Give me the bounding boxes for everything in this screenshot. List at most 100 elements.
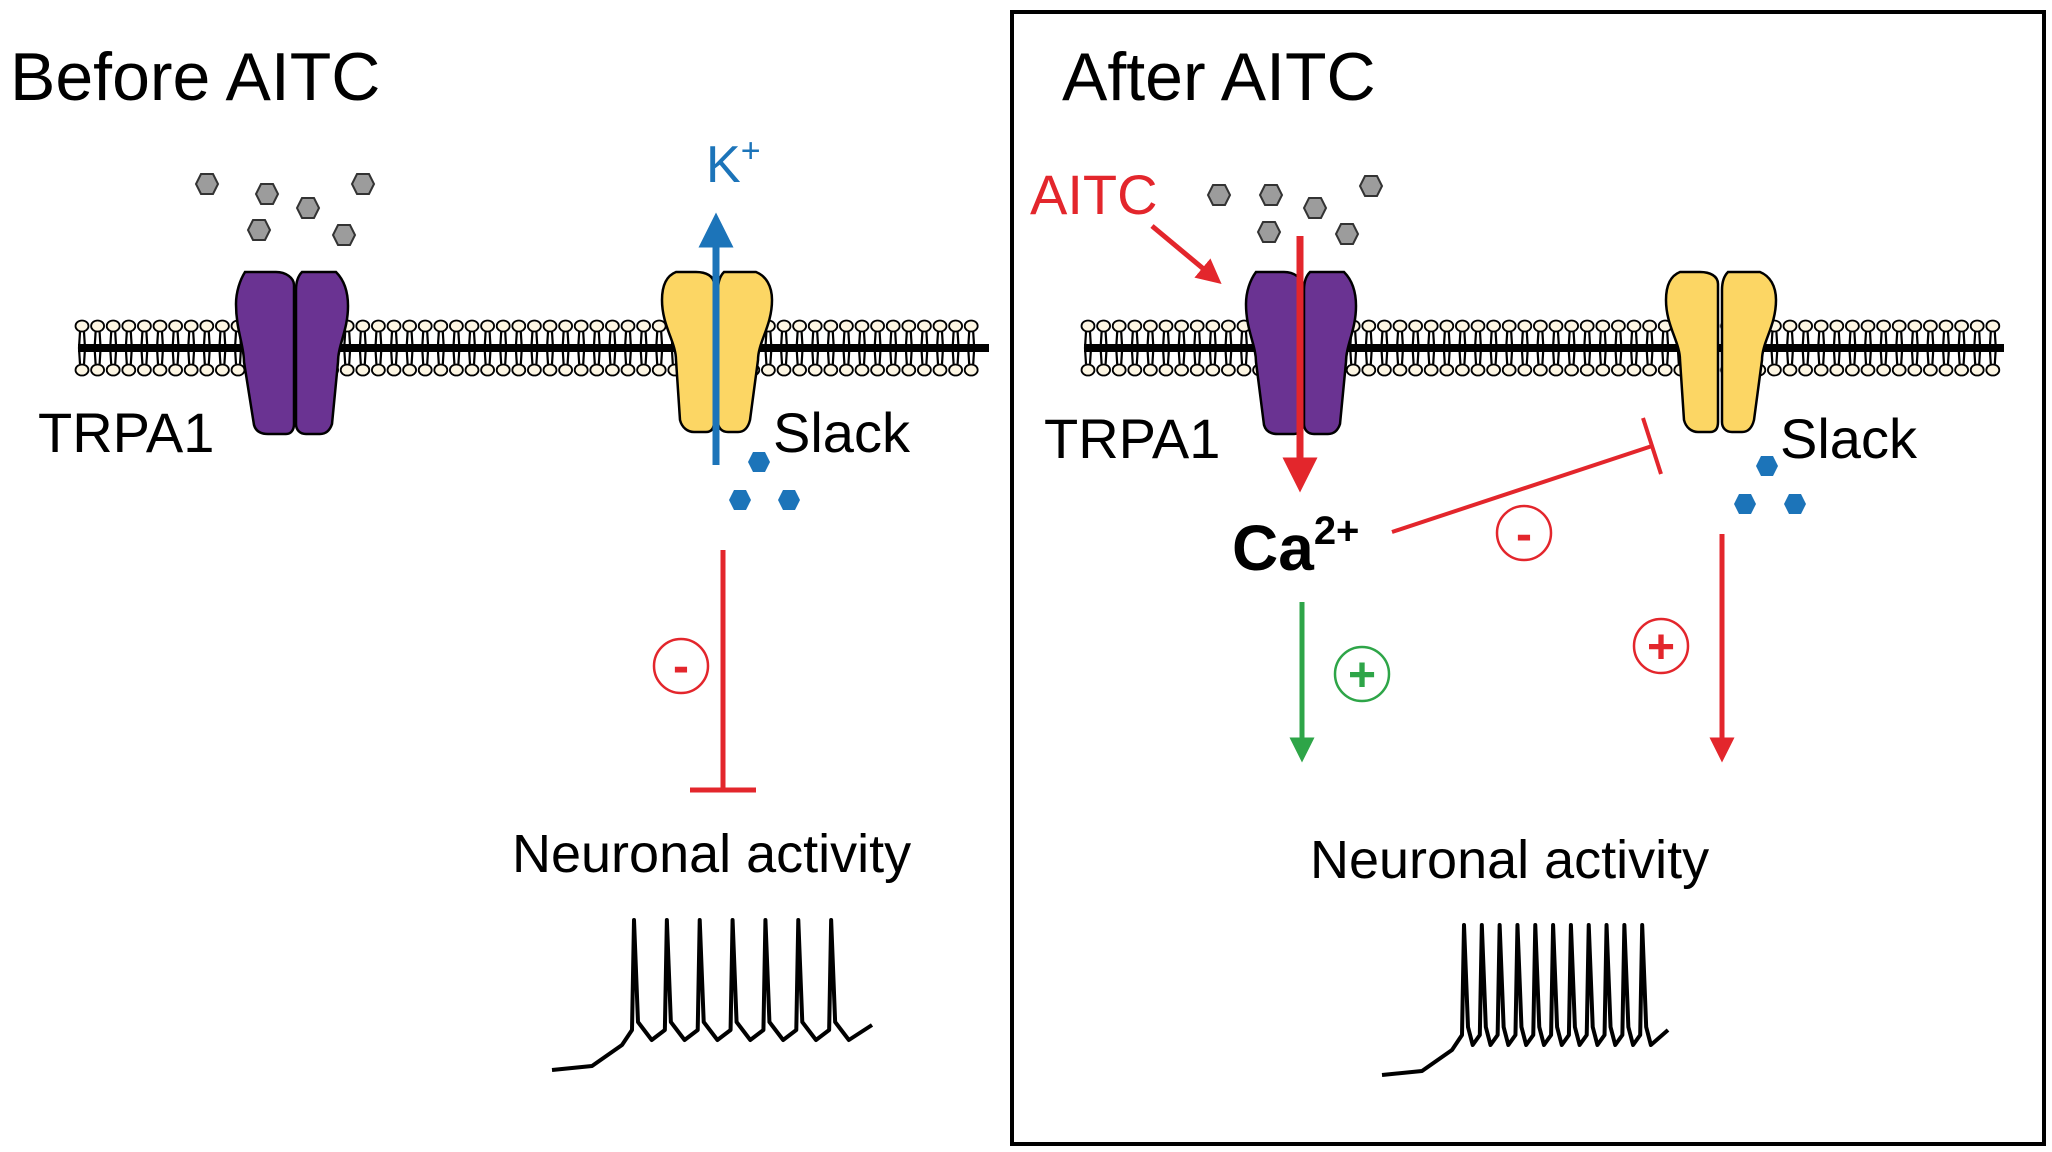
trpa1-label-before: TRPA1: [38, 401, 214, 464]
lipid-head: [464, 319, 480, 333]
sodium-ion: [1784, 494, 1806, 514]
sodium-ion: [1756, 456, 1778, 476]
lipid-tails: [77, 331, 87, 365]
lipid-tails: [1863, 331, 1873, 365]
slack-label-after: Slack: [1780, 407, 1918, 470]
lipid-head: [386, 319, 402, 333]
lipid-head: [480, 319, 496, 333]
lipid-tails: [779, 331, 789, 365]
ligand: [331, 224, 357, 246]
lipid-tails: [374, 331, 383, 365]
lipid-head: [1174, 319, 1189, 333]
lipid-head: [1985, 319, 2001, 333]
lipid-tails: [826, 331, 835, 365]
lipid-tails: [202, 331, 211, 365]
lipid-head: [433, 319, 449, 333]
membrane-left: [74, 319, 989, 377]
membrane-core: [1084, 344, 2004, 352]
lipid-tails: [967, 331, 976, 365]
lipid-tails: [1645, 331, 1654, 365]
lipid-head: [1969, 319, 1985, 333]
lipid-head: [1205, 319, 1221, 333]
lipid-head: [355, 319, 371, 333]
lipid-tails: [421, 331, 430, 365]
lipid-head: [1423, 319, 1439, 333]
activate-sign-red: +: [1632, 617, 1690, 675]
lipid-head: [527, 363, 542, 377]
lipid-head: [1579, 319, 1595, 333]
lipid-tails: [1973, 331, 1982, 365]
lipid-head: [527, 319, 542, 333]
lipid-head: [1408, 363, 1423, 377]
lipid-head: [495, 319, 511, 333]
lipid-head: [214, 319, 230, 333]
lipid-head: [1096, 319, 1111, 333]
lipid-head: [870, 319, 885, 333]
lipid-head: [152, 319, 168, 333]
lipid-head: [90, 319, 105, 333]
lipid-head: [74, 363, 90, 377]
ligand: [1256, 221, 1282, 243]
lipid-head: [1782, 363, 1798, 377]
lipid-head: [1642, 319, 1657, 333]
lipid-tails: [1598, 331, 1607, 365]
trpa1-subunit: [234, 270, 296, 436]
lipid-tails: [592, 331, 601, 365]
lipid-head: [1205, 363, 1221, 377]
lipid-tails: [1770, 331, 1779, 365]
lipid-tails: [920, 331, 929, 365]
sodium-ion: [1734, 494, 1756, 514]
lipid-head: [1860, 363, 1876, 377]
lipid-head: [1080, 319, 1096, 333]
lipid-tails: [1364, 331, 1373, 365]
lipid-head: [1642, 363, 1657, 377]
lipid-head: [1626, 319, 1642, 333]
lipid-head: [464, 363, 480, 377]
membrane-core: [78, 344, 989, 352]
lipid-head: [1907, 319, 1923, 333]
lipid-tails: [1941, 331, 1951, 365]
lipid-head: [417, 319, 433, 333]
lipid-head: [761, 363, 776, 377]
lipid-tails: [389, 331, 399, 365]
lipid-head: [402, 363, 418, 377]
lipid-tails: [545, 331, 555, 365]
lipid-head: [1985, 363, 2001, 377]
lipid-tails: [1832, 331, 1841, 365]
lipid-head: [433, 363, 449, 377]
lipid-tails: [1161, 331, 1171, 365]
lipid-tails: [764, 331, 773, 365]
lipid-head: [839, 319, 854, 333]
lipid-tails: [1489, 331, 1498, 365]
lipid-head: [152, 363, 168, 377]
lipid-tails: [1115, 331, 1124, 365]
lipid-head: [1423, 363, 1439, 377]
lipid-head: [870, 363, 885, 377]
lipid-head: [1158, 319, 1174, 333]
ligand: [1334, 223, 1360, 245]
trpa1-subunit: [1244, 270, 1304, 436]
inhibit-sign-circle: [1495, 504, 1553, 562]
lipid-head: [183, 363, 199, 377]
lipid-head: [1392, 363, 1408, 377]
before-panel: Before AITC TRPA1 Slack K+: [10, 39, 989, 1072]
lipid-head: [1361, 363, 1377, 377]
lipid-head: [355, 363, 371, 377]
inhibit-sign-before: -: [652, 637, 710, 695]
lipid-tails: [1785, 331, 1795, 365]
lipid-head: [1111, 363, 1127, 377]
lipid-head: [1127, 363, 1143, 377]
after-panel: After AITC AITC TRPA1 Ca2+ Slack: [1030, 39, 2004, 1077]
trpa1-subunit: [294, 270, 350, 436]
lipid-tails: [857, 331, 867, 365]
lipid-head: [168, 363, 184, 377]
lipid-tails: [1817, 331, 1826, 365]
lipid-head: [417, 363, 433, 377]
lipid-tails: [1988, 331, 1997, 365]
lipid-head: [1891, 363, 1907, 377]
lipid-head: [1143, 363, 1158, 377]
membrane-right: [1080, 319, 2004, 377]
lipid-head: [74, 319, 90, 333]
calcium-inhibits-slack-bar: [1641, 417, 1663, 475]
lipid-head: [901, 363, 917, 377]
